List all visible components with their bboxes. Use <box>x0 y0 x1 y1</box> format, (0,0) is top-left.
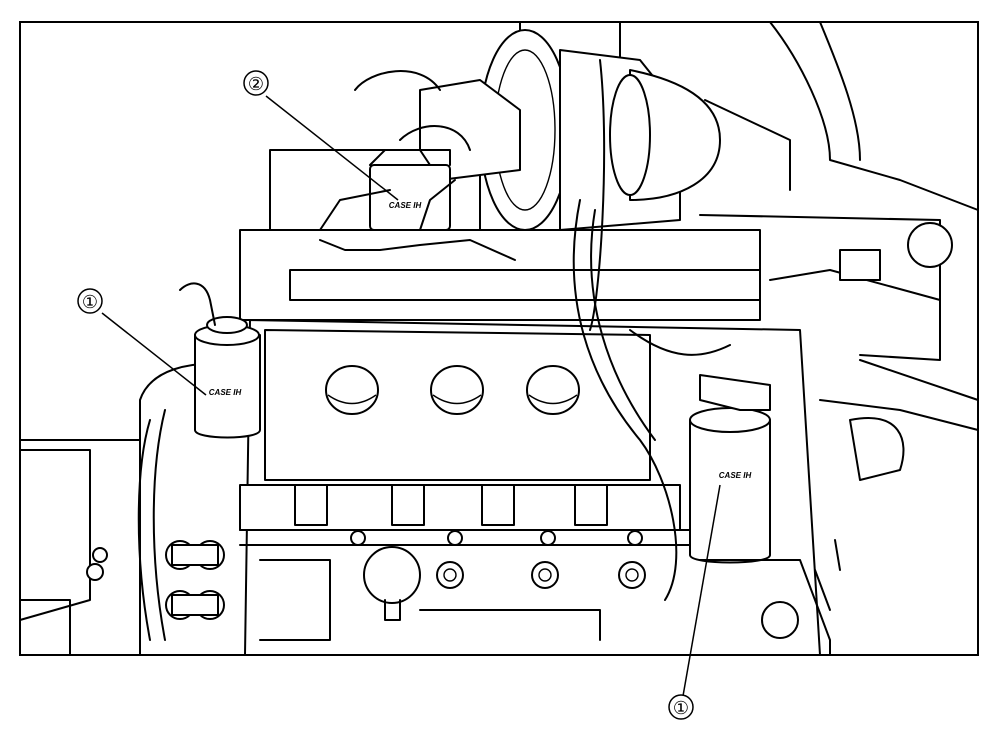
svg-text:②: ② <box>248 74 264 94</box>
left-filter-brand-label: CASE IH <box>209 388 242 397</box>
engine-illustration: CASE IH CASE IH CASE IH <box>19 21 979 656</box>
callout-leader-filter-right <box>682 484 721 697</box>
callout-1-filter-left: ① <box>77 288 103 314</box>
callout-2-injection-pump: ② <box>243 70 269 96</box>
callout-leader-filter-left <box>101 312 207 396</box>
svg-text:①: ① <box>673 698 689 718</box>
right-filter-brand-label: CASE IH <box>719 471 752 480</box>
svg-text:①: ① <box>82 292 98 312</box>
pump-brand-label: CASE IH <box>389 201 422 210</box>
callout-leader-pump <box>265 95 399 201</box>
callout-1-filter-right: ① <box>668 694 694 720</box>
